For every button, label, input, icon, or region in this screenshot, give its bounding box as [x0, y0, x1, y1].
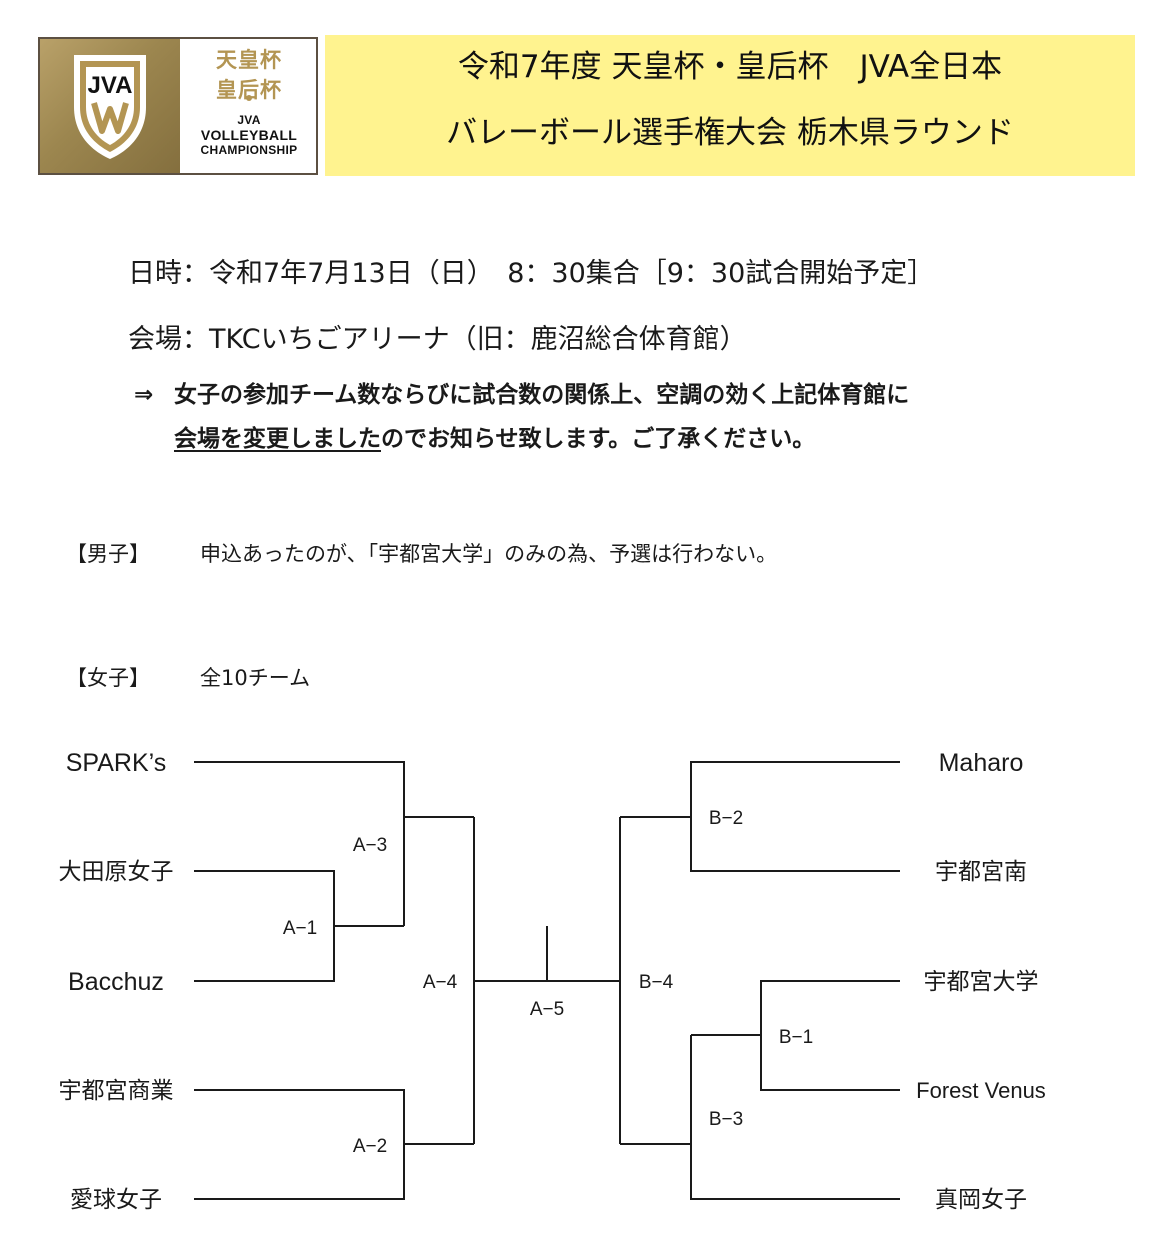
match-label-a3: A−3	[353, 835, 387, 856]
team-left-3: Bacchuz	[68, 968, 164, 996]
match-label-b3: B−3	[709, 1109, 743, 1130]
team-right-1: Maharo	[939, 749, 1024, 777]
match-label-a4: A−4	[423, 972, 458, 993]
team-left-2: 大田原女子	[59, 859, 174, 885]
page-title-line2: バレーボール選手権大会 栃木県ラウンド	[446, 115, 1014, 151]
bracket-lines	[194, 761, 900, 1200]
logo-en-line1: JVA	[237, 113, 261, 127]
notice-line1: 女子の参加チーム数ならびに試合数の関係上、空調の効く上記体育館に	[174, 382, 910, 408]
notice-line2-rest: のでお知らせ致します。ご了承ください。	[381, 426, 816, 452]
title-banner: 令和7年度 天皇杯・皇后杯 JVA全日本 バレーボール選手権大会 栃木県ラウンド	[325, 35, 1135, 176]
event-venue: 会場：TKCいちごアリーナ（旧：鹿沼総合体育館）	[128, 324, 747, 355]
team-left-5: 愛球女子	[70, 1187, 162, 1213]
logo-dot	[246, 95, 252, 101]
match-label-b1: B−1	[779, 1027, 813, 1048]
bracket-line-right-b3	[690, 1035, 900, 1200]
team-left-4: 宇都宮商業	[59, 1078, 174, 1104]
match-label-a5: A−5	[530, 999, 564, 1020]
notice-underlined-text: 会場を変更しました	[174, 426, 381, 452]
logo-gold-panel: JVA	[40, 39, 180, 173]
women-label: 【女子】	[66, 666, 150, 690]
men-text: 申込あったのが、「宇都宮大学」のみの為、予選は行わない。	[200, 542, 778, 566]
notice-line2: 会場を変更しましたのでお知らせ致します。ご了承ください。	[174, 424, 815, 454]
event-datetime: 日時：令和7年7月13日（日） 8：30集合［9：30試合開始予定］	[128, 258, 935, 289]
page-title-line1: 令和7年度 天皇杯・皇后杯 JVA全日本	[457, 49, 1003, 85]
notice-arrow: ⇒	[134, 382, 154, 408]
bracket-line-left-a3	[194, 761, 405, 926]
team-right-3: 宇都宮大学	[924, 969, 1039, 995]
match-label-b2: B−2	[709, 808, 743, 829]
match-label-b4: B−4	[639, 972, 674, 993]
women-text: 全10チーム	[200, 666, 311, 690]
match-label-a1: A−1	[283, 918, 317, 939]
logo-en-line3: CHAMPIONSHIP	[200, 143, 298, 157]
logo-mark-text: JVA	[88, 72, 133, 99]
team-right-2: 宇都宮南	[935, 859, 1027, 885]
team-right-5: 真岡女子	[935, 1187, 1027, 1213]
men-label: 【男子】	[66, 542, 150, 566]
jva-shield-icon: JVA	[74, 55, 146, 159]
logo-jp-line1: 天皇杯	[216, 48, 282, 72]
team-right-4: Forest Venus	[916, 1078, 1046, 1103]
match-label-a2: A−2	[353, 1136, 387, 1157]
jva-logo: JVA 天皇杯 皇后杯 JVA VOLLEYBALL CHAMPIONSHIP	[38, 37, 318, 175]
logo-en-text: JVA VOLLEYBALL CHAMPIONSHIP	[190, 113, 308, 158]
logo-en-line2: VOLLEYBALL	[200, 127, 298, 143]
team-left-1: SPARK’s	[66, 749, 167, 777]
